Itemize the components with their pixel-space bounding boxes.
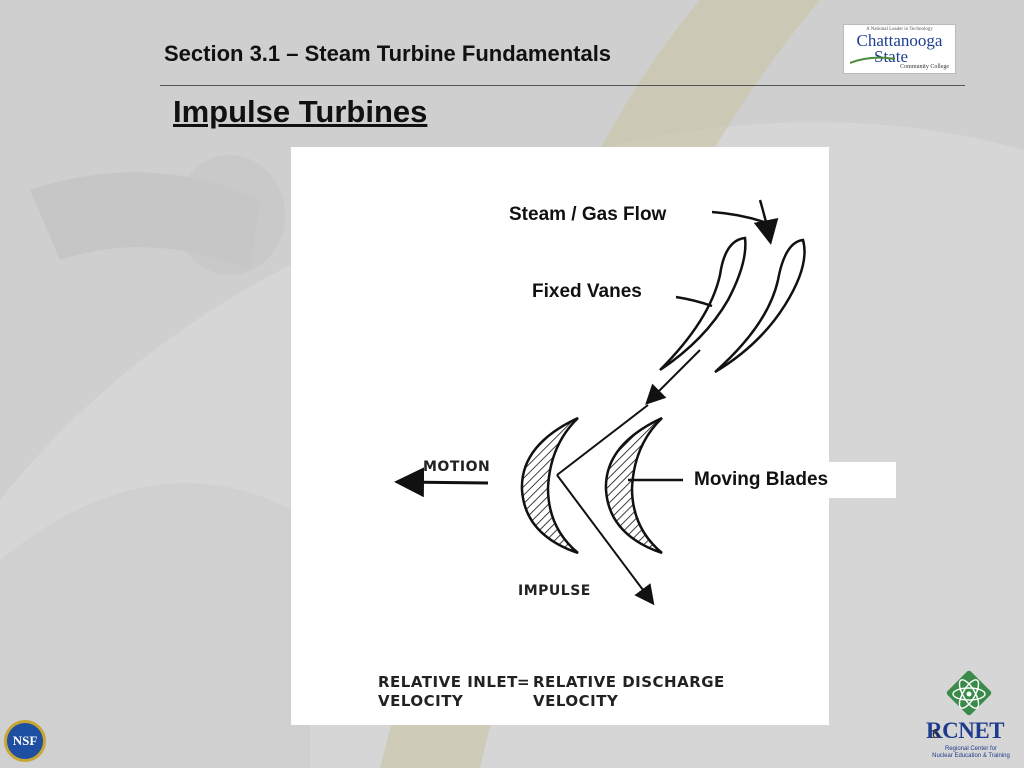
steam-flow-leader — [711, 210, 765, 224]
label-equals: = — [517, 673, 530, 691]
callout-moving-blades-box — [686, 462, 896, 498]
atom-icon — [952, 679, 986, 709]
impulse-turbine-diagram — [291, 147, 829, 725]
college-tagline: A National Leader in Technology — [866, 27, 933, 32]
header-divider — [160, 85, 965, 86]
callout-steam-gas-flow: Steam / Gas Flow — [509, 204, 667, 225]
fixed-vanes-leader — [675, 295, 713, 308]
relative-discharge-arrow — [556, 474, 655, 606]
slide-title: Impulse Turbines — [173, 94, 428, 129]
label-inlet-velocity: VELOCITY — [378, 692, 464, 710]
inlet-flow-arrow — [645, 349, 701, 405]
label-relative-discharge: RELATIVE DISCHARGE — [533, 673, 725, 691]
callout-fixed-vanes: Fixed Vanes — [532, 281, 642, 302]
rcnet-subtitle-line1: Regional Center for — [944, 746, 998, 752]
chattanooga-state-logo: A National Leader in Technology Chattano… — [843, 24, 956, 74]
college-name-line3: Community College — [900, 64, 949, 70]
nsf-logo: NSF — [4, 720, 46, 762]
rcnet-subtitle: Regional Center for Nuclear Education & … — [924, 746, 1018, 760]
label-impulse: IMPULSE — [518, 583, 591, 599]
swoosh-icon — [850, 56, 895, 64]
label-motion: MOTION — [423, 459, 491, 475]
callout-moving-blades: Moving Blades — [694, 469, 829, 490]
moving-blade-1 — [520, 416, 579, 555]
fixed-vane-2 — [714, 238, 806, 374]
steam-flow-arrow — [753, 199, 779, 245]
rcnet-logo: RCNET Regional Center for Nuclear Educat… — [924, 669, 1018, 766]
section-title: Section 3.1 – Steam Turbine Fundamentals — [164, 41, 612, 66]
relative-inlet-line — [556, 404, 649, 476]
page-number: 6 — [932, 726, 940, 741]
college-name-line2: State — [874, 47, 908, 66]
moving-blade-2 — [604, 416, 663, 555]
label-relative-inlet: RELATIVE INLET — [378, 673, 518, 691]
diagram-drawing — [394, 199, 806, 606]
label-discharge-velocity: VELOCITY — [533, 692, 619, 710]
rcnet-name: RCNET — [926, 718, 1005, 743]
motion-arrow — [394, 467, 489, 498]
college-name-line1: Chattanooga — [856, 31, 943, 50]
rcnet-subtitle-line2: Nuclear Education & Training — [932, 753, 1010, 759]
fixed-vane-1 — [659, 236, 747, 372]
